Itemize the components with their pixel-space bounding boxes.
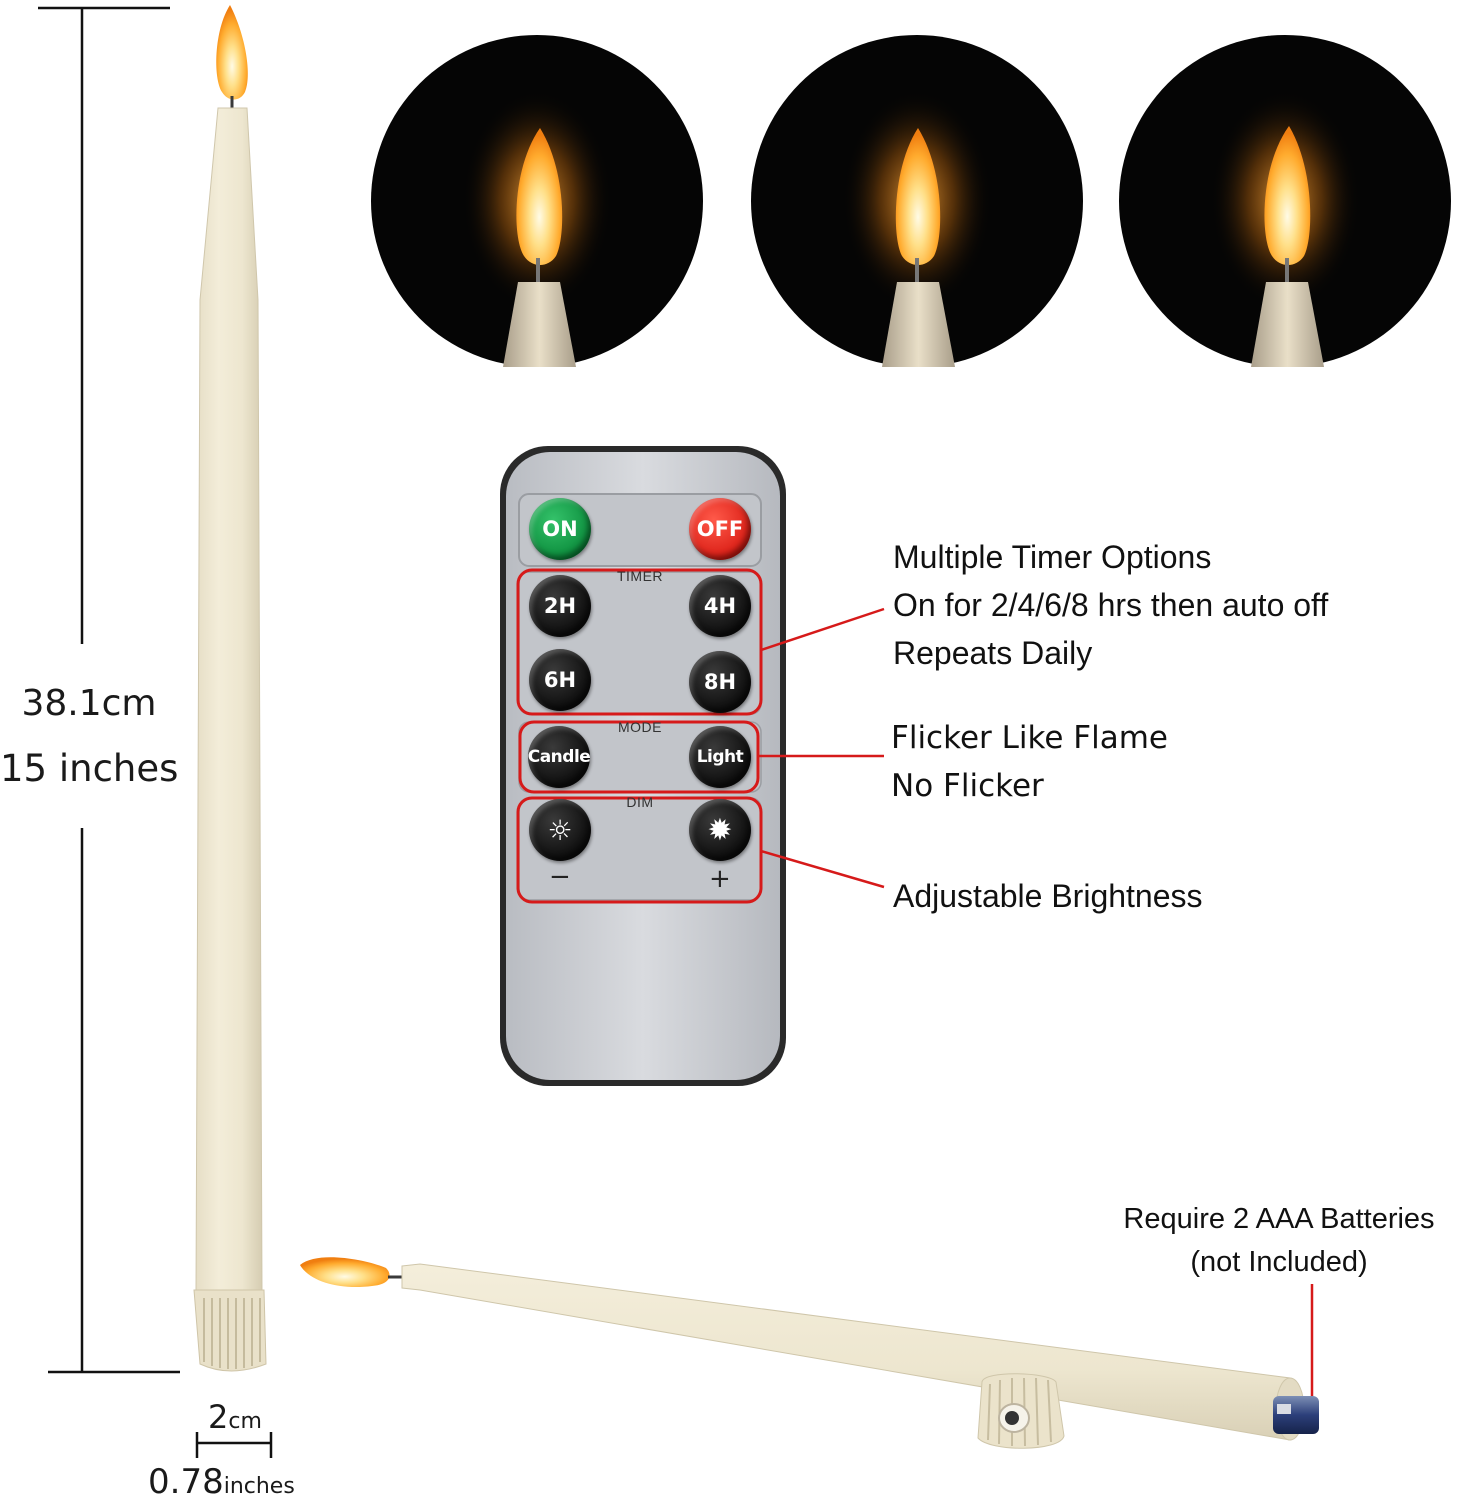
- diameter-cm-label: 2cm: [200, 1398, 270, 1436]
- off-button[interactable]: OFF: [689, 498, 751, 560]
- on-button[interactable]: ON: [529, 498, 591, 560]
- diameter-dimension-line: [195, 1432, 273, 1458]
- timer-8h-button[interactable]: 8H: [689, 651, 751, 713]
- timer-feature-line-3: Repeats Daily: [893, 635, 1093, 671]
- height-inches-label: 15 inches: [0, 747, 179, 790]
- diameter-in-unit: inches: [223, 1474, 295, 1499]
- diameter-in-value: 0.78: [148, 1462, 224, 1502]
- mode-section-label: MODE: [618, 719, 662, 735]
- diameter-cm-value: 2: [208, 1398, 229, 1436]
- brightness-feature-callout: Adjustable Brightness: [893, 878, 1203, 914]
- lying-candle-flame-icon: [300, 1257, 390, 1288]
- timer-feature-line-2: On for 2/4/6/8 hrs then auto off: [893, 587, 1329, 623]
- height-dimension-line: [38, 6, 180, 1374]
- mode-light-button[interactable]: Light: [689, 726, 751, 788]
- mode-candle-button[interactable]: Candle: [528, 726, 591, 788]
- height-cm-label: 38.1cm: [21, 683, 157, 724]
- dim-plus-label: +: [709, 864, 731, 894]
- diameter-inches-label: 0.78inches: [148, 1462, 295, 1502]
- battery-note-line-1: Require 2 AAA Batteries: [1123, 1203, 1435, 1235]
- mode-feature-line-1: Flicker Like Flame: [891, 720, 1168, 756]
- diameter-cm-unit: cm: [228, 1409, 262, 1434]
- timer-4h-button[interactable]: 4H: [689, 575, 751, 637]
- lying-candle: [300, 1257, 1319, 1449]
- flame-closeup-2: [751, 35, 1083, 367]
- candle-flame-icon: [216, 5, 248, 100]
- sun-outline-icon: ☼: [547, 813, 573, 847]
- dim-section-label: DIM: [626, 794, 654, 810]
- callout-connectors: [758, 607, 1314, 1406]
- sun-bright-icon: ✹: [707, 812, 733, 848]
- mode-feature-callout: Flicker Like Flame No Flicker: [891, 714, 1168, 810]
- dim-up-button[interactable]: ✹: [689, 799, 751, 861]
- timer-feature-line-1: Multiple Timer Options: [893, 539, 1212, 575]
- upright-candle: [193, 5, 267, 1372]
- dim-minus-label: −: [549, 862, 571, 892]
- mode-feature-line-2: No Flicker: [891, 768, 1044, 804]
- flame-closeup-3: [1119, 35, 1451, 367]
- battery-note-line-2: (not Included): [1190, 1246, 1368, 1278]
- timer-section-label: TIMER: [616, 568, 664, 584]
- dim-down-button[interactable]: ☼: [529, 799, 591, 861]
- timer-2h-button[interactable]: 2H: [529, 575, 591, 637]
- timer-6h-button[interactable]: 6H: [529, 649, 591, 711]
- flame-closeup-1: [371, 35, 703, 367]
- timer-feature-callout: Multiple Timer Options On for 2/4/6/8 hr…: [893, 533, 1328, 677]
- battery-note: Require 2 AAA Batteries (not Included): [1096, 1198, 1460, 1284]
